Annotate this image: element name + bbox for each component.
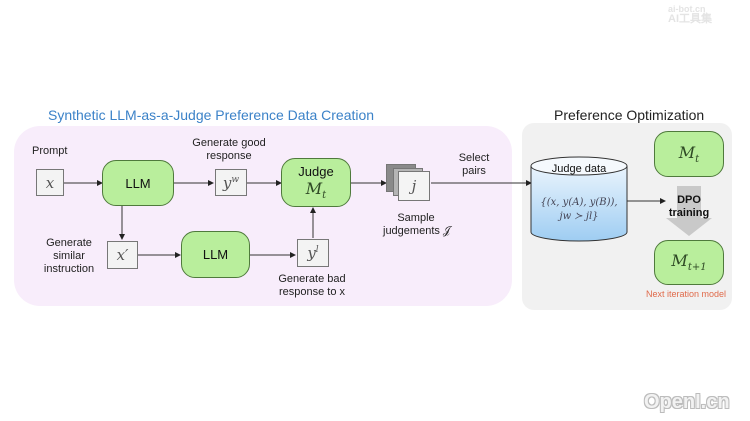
judgement-card-front: j	[398, 171, 430, 201]
generate-similar-line1: Generate	[46, 237, 92, 249]
llm-box-top: LLM	[102, 160, 174, 206]
dpo-training-label: DPO training	[660, 194, 718, 220]
sample-judgements-label: Sample judgements 𝒥	[383, 212, 451, 238]
generate-good-label: Generate good response	[190, 137, 268, 163]
watermark-top: ai-bot.cn AI工具集	[668, 4, 712, 25]
model-mt1-box: Mt+1	[654, 240, 724, 285]
select-line1: Select	[458, 152, 490, 164]
generate-bad-line2: response to x	[278, 286, 346, 298]
mt1-sub: t+1	[687, 262, 707, 274]
judge-model-sub: t	[322, 190, 327, 202]
watermark-top-line2: AI工具集	[668, 13, 712, 25]
judge-data-formula-line2: jw ≻ jl}	[559, 211, 599, 222]
x-prime-variable: x′	[116, 246, 129, 264]
generate-good-line2: response	[206, 150, 252, 162]
judge-data-cylinder-body	[530, 166, 628, 242]
dpo-arrow-shape	[666, 186, 712, 236]
dpo-line2: training	[668, 207, 710, 219]
watermark-bottom: OpenI.cn	[644, 391, 730, 413]
preference-optimization-title: Preference Optimization	[554, 107, 705, 123]
dpo-line1: DPO	[677, 194, 701, 206]
mt1-m: M	[671, 251, 688, 271]
j-variable: j	[411, 177, 417, 195]
mt-m: M	[678, 142, 696, 162]
yw-box: yw	[215, 169, 247, 196]
generate-good-line1: Generate good	[192, 137, 266, 149]
judge-box: Judge Mt	[281, 158, 351, 207]
yl-superscript: l	[315, 245, 319, 255]
judge-data-label: Judge data	[551, 163, 607, 175]
yw-variable: y	[222, 173, 232, 192]
x-prime-box: x′	[107, 241, 138, 269]
generate-similar-line2: similar	[53, 250, 85, 262]
generate-similar-line3: instruction	[43, 263, 95, 275]
prompt-label: Prompt	[32, 145, 68, 157]
judge-model-m: M	[305, 178, 323, 198]
generate-bad-label: Generate bad response to x	[274, 273, 350, 299]
select-line2: pairs	[462, 165, 486, 177]
judge-data-cylinder-top	[530, 156, 628, 176]
judge-label: Judge	[298, 163, 334, 179]
watermark-top-line1: ai-bot.cn	[668, 4, 706, 14]
data-creation-panel	[14, 126, 512, 306]
data-creation-title: Synthetic LLM-as-a-Judge Preference Data…	[48, 107, 375, 123]
llm-box-bottom: LLM	[181, 231, 250, 278]
sample-line1: Sample	[397, 212, 435, 224]
model-mt-box: Mt	[654, 131, 724, 177]
mt-sub: t	[695, 154, 700, 166]
sample-line2: judgements 𝒥	[383, 225, 451, 237]
generate-bad-line1: Generate bad	[278, 273, 346, 285]
select-pairs-label: Select pairs	[454, 152, 494, 178]
judge-data-formula: {(x, y(A), y(B)), jw ≻ jl}	[531, 196, 627, 224]
llm-top-label: LLM	[125, 175, 151, 191]
next-iteration-label: Next iteration model	[646, 289, 727, 299]
prompt-x-box: x	[36, 169, 64, 196]
x-variable: x	[45, 173, 55, 192]
llm-bottom-label: LLM	[202, 247, 229, 262]
generate-similar-label: Generate similar instruction	[40, 237, 98, 276]
yw-superscript: w	[231, 174, 240, 185]
yl-variable: y	[307, 244, 316, 262]
judge-data-formula-line1: {(x, y(A), y(B)),	[540, 197, 618, 208]
yl-box: yl	[297, 239, 329, 267]
